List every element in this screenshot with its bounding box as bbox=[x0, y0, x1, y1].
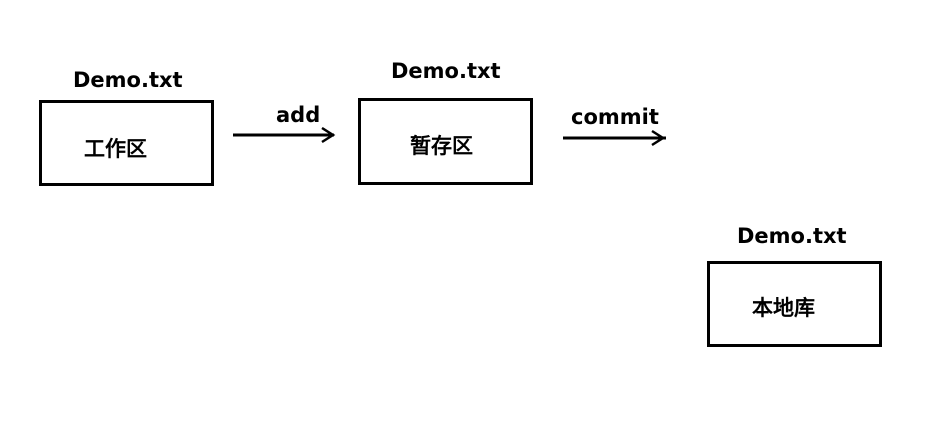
working-area-label: 工作区 bbox=[84, 137, 147, 161]
file-label-staging: Demo.txt bbox=[391, 59, 501, 83]
edge-label-commit: commit bbox=[571, 105, 659, 129]
file-label-repository: Demo.txt bbox=[737, 224, 847, 248]
add-arrow bbox=[233, 126, 336, 144]
edge-label-add: add bbox=[276, 103, 321, 127]
staging-area-label: 暂存区 bbox=[410, 134, 473, 158]
repository-box bbox=[707, 261, 882, 347]
commit-arrow bbox=[563, 129, 666, 147]
staging-area-box bbox=[358, 98, 533, 185]
repository-label: 本地库 bbox=[752, 296, 815, 320]
file-label-working: Demo.txt bbox=[73, 68, 183, 92]
working-area-box bbox=[39, 100, 214, 186]
